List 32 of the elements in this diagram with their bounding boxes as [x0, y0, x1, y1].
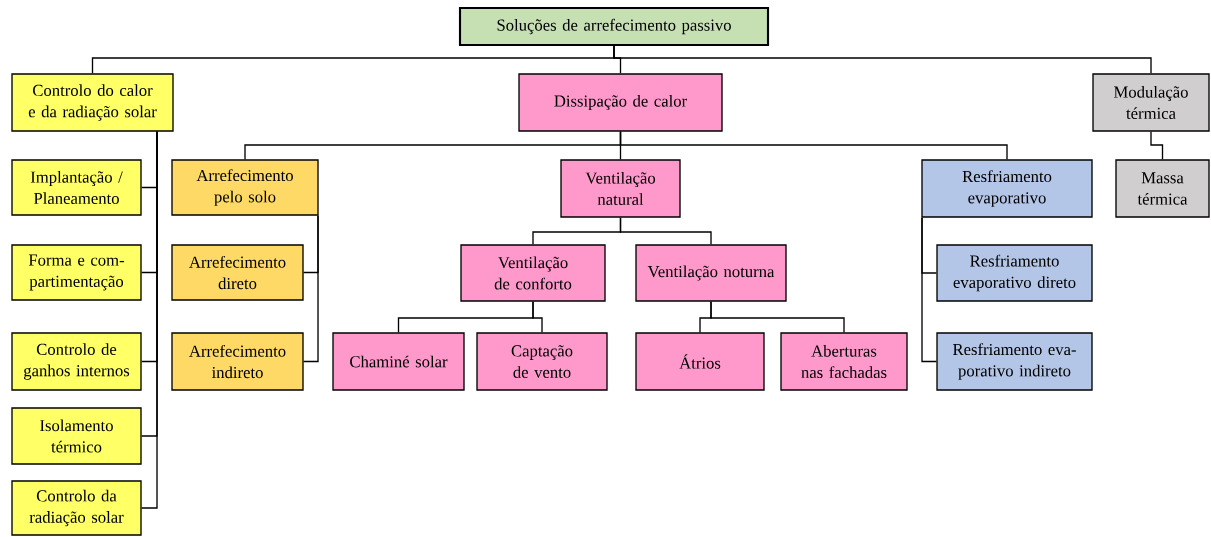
category-box: Ventilação de conforto: [460, 244, 606, 302]
category-box: Controlo de ganhos internos: [11, 332, 142, 391]
category-box: Dissipação de calor: [518, 73, 723, 132]
category-box: Controlo do calor e da radiação solar: [11, 73, 174, 132]
category-box: Aberturas nas fachadas: [780, 332, 908, 391]
category-box: Ventilação noturna: [635, 244, 787, 302]
connector-line: [710, 301, 845, 333]
category-box: Arrefecimento pelo solo: [171, 159, 319, 216]
connector-line: [613, 45, 1152, 74]
category-box: Captação de vento: [476, 332, 608, 391]
category-box: Arrefecimento indireto: [171, 332, 304, 391]
category-box: Resfriamento eva- porativo indireto: [936, 332, 1093, 391]
category-box: Modulação térmica: [1092, 73, 1210, 132]
connector-line: [619, 217, 712, 245]
category-box: Controlo da radiação solar: [11, 480, 142, 536]
connector-line: [921, 217, 937, 363]
category-box: Isolamento térmico: [11, 407, 142, 465]
category-box: Forma e com- partimentação: [11, 244, 142, 301]
category-box: Resfriamento evaporativo direto: [936, 244, 1093, 302]
connector-line: [303, 215, 319, 363]
connector-line: [141, 131, 158, 509]
connector-line: [619, 131, 1008, 160]
category-box: Massa térmica: [1115, 159, 1210, 218]
category-box: Implantação / Planeamento: [11, 159, 142, 216]
category-box: Arrefecimento direto: [171, 244, 304, 301]
root-box: Soluções de arrefecimento passivo: [458, 6, 770, 47]
category-box: Resfriamento evaporativo: [921, 159, 1093, 218]
category-box: Ventilação natural: [560, 159, 681, 218]
category-box: Átrios: [635, 332, 765, 391]
connector-line: [532, 301, 543, 333]
category-box: Chaminé solar: [332, 332, 465, 391]
connector-line: [1150, 131, 1164, 160]
